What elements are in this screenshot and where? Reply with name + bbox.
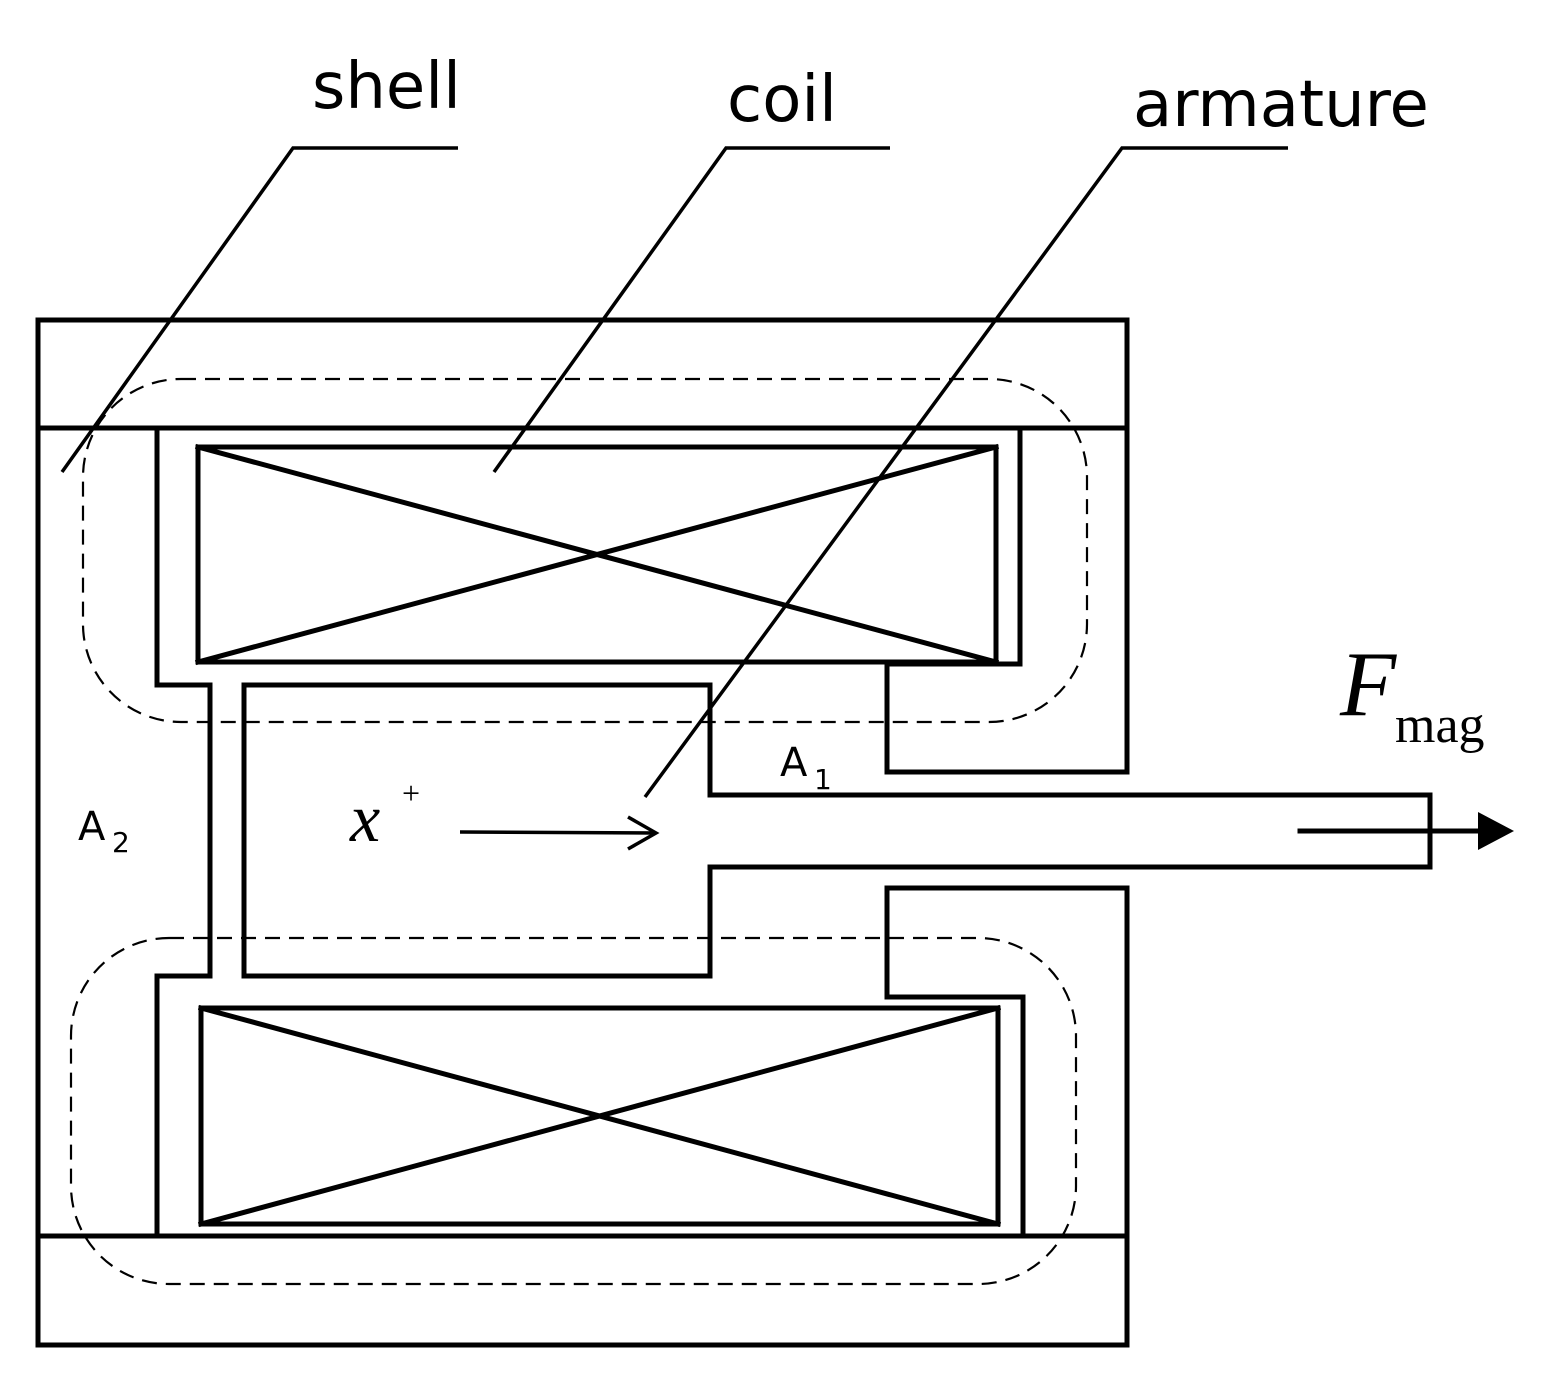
a2-label: A 2 xyxy=(78,804,130,859)
upper-pole-piece xyxy=(154,425,213,979)
force-label: F mag xyxy=(1339,633,1485,754)
armature-label: armature xyxy=(1133,68,1429,142)
force-label-main: F xyxy=(1339,633,1397,735)
shell xyxy=(35,317,1130,1348)
lower-pole-piece xyxy=(884,885,1130,1239)
lower-coil-cross-b xyxy=(197,1004,1002,1228)
displacement-label-superscript: + xyxy=(402,775,420,811)
shell-leader-line xyxy=(60,146,458,474)
a1-label-main: A xyxy=(780,740,808,786)
force-arrow-head xyxy=(1478,812,1514,850)
armature-body xyxy=(241,682,713,979)
a2-label-subscript: 2 xyxy=(112,826,130,859)
force-arrow xyxy=(1297,812,1514,850)
lower-coil-box xyxy=(198,1005,1001,1227)
force-label-subscript: mag xyxy=(1395,697,1485,754)
coil-leader-line xyxy=(492,146,890,474)
upper-coil xyxy=(194,443,1000,666)
lower-flux-path xyxy=(69,936,1078,1286)
shell-outline xyxy=(35,317,1130,1348)
armature-leader-line xyxy=(643,146,1288,799)
a2-label-main: A xyxy=(78,804,106,850)
displacement-label-main: x xyxy=(349,780,380,856)
coil-label: coil xyxy=(727,63,837,137)
upper-bobbin xyxy=(884,425,1130,775)
upper-coil-cross-b xyxy=(194,443,1000,666)
upper-coil-box xyxy=(195,444,999,665)
displacement-label: x + xyxy=(349,775,420,856)
a1-label: A 1 xyxy=(780,740,832,796)
displacement-arrow-shaft xyxy=(459,830,657,835)
displacement-arrow xyxy=(459,815,660,851)
lower-coil xyxy=(197,1004,1002,1228)
shell-label: shell xyxy=(312,50,461,124)
armature xyxy=(241,682,1433,979)
upper-flux-path xyxy=(81,377,1089,724)
a1-label-subscript: 1 xyxy=(814,763,832,796)
displacement-arrow-head xyxy=(627,815,660,851)
